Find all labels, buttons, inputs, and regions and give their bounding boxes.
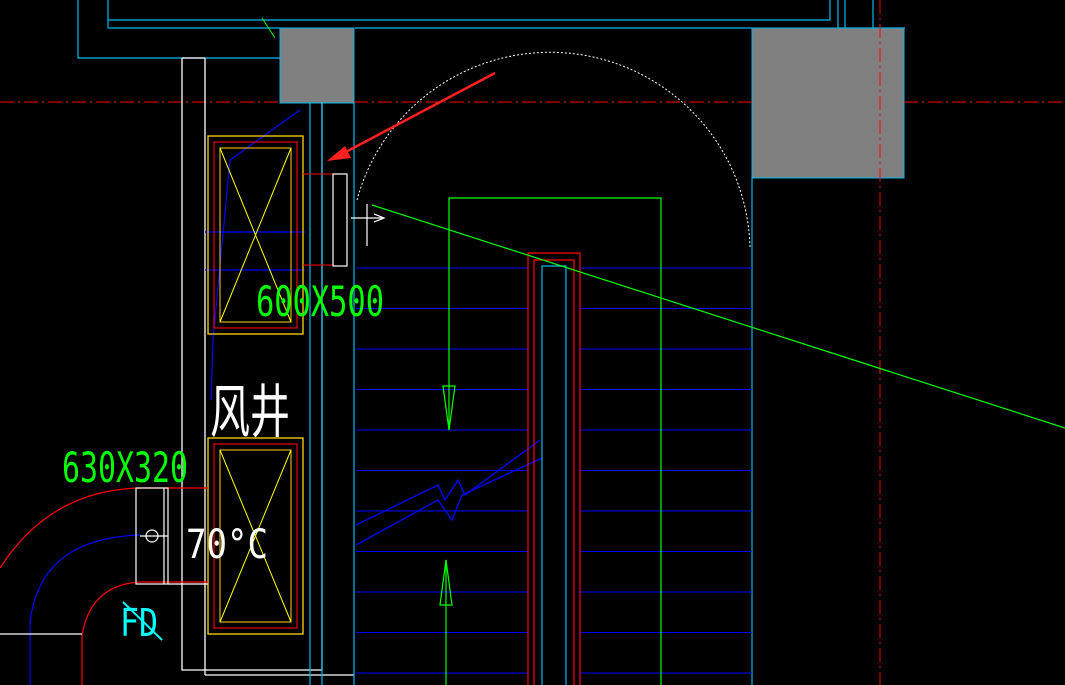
shaft-blue-lines: [205, 109, 305, 401]
crosshair-cursor-icon: [351, 204, 386, 246]
fire-damper-label: FD: [120, 601, 158, 645]
stair-handrail: [527, 252, 581, 685]
stair-treads: [356, 267, 752, 674]
duct-size-label-upper: 600X500: [256, 277, 384, 326]
stair-outline: [309, 102, 753, 685]
upper-duct-outlet: [303, 173, 348, 267]
duct-elbow: [0, 487, 208, 685]
column-left: [279, 27, 355, 104]
door-swing-arc: [356, 51, 751, 249]
shaft-label: 风井: [210, 378, 290, 446]
stair-center-wall: [541, 265, 567, 685]
top-green-leader: [261, 17, 276, 39]
duct-damper: [135, 487, 208, 585]
stair-direction: [439, 197, 662, 685]
fan-unit-lower: [207, 437, 304, 635]
fan-unit-upper: [207, 135, 304, 335]
stair-break-line: [355, 439, 543, 546]
fire-damper-marker: [122, 601, 163, 641]
red-arrow-icon: [327, 71, 496, 161]
top-wall-outline: [77, 0, 905, 59]
column-right: [751, 27, 905, 179]
annotation-leader-line: [371, 204, 1065, 429]
damper-temp-label: 70°C: [186, 522, 268, 568]
duct-size-label-lower: 630X320: [62, 443, 188, 492]
stair-center-core: [546, 270, 562, 685]
